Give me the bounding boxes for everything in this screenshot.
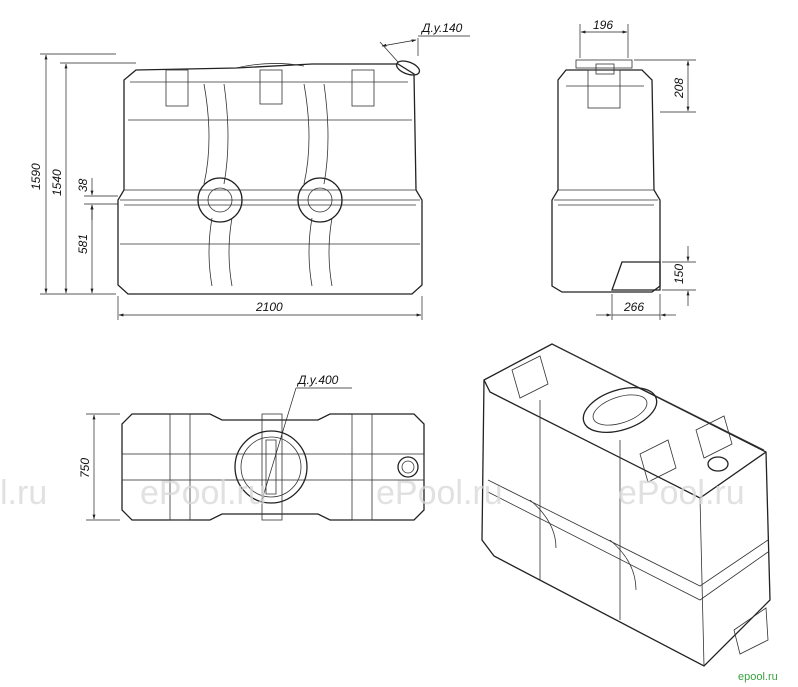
watermark: ePool.ru — [618, 474, 745, 512]
watermark-layer: l.ru ePool.ru ePool.ru ePool.ru — [0, 474, 745, 512]
front-view — [117, 60, 423, 295]
dim-height-total: 1590 — [29, 163, 43, 190]
dim-height-body: 1540 — [50, 169, 64, 196]
isometric-view — [481, 343, 771, 667]
dim-foot-height: 150 — [672, 264, 686, 284]
watermark: ePool.ru — [376, 474, 503, 512]
dim-length: 2100 — [255, 300, 283, 314]
front-dimensions: 1590 1540 38 581 2100 Д.у.140 — [29, 21, 470, 320]
dim-top-width: 750 — [78, 458, 92, 478]
dim-foot-width: 266 — [623, 300, 644, 314]
side-dimensions: 196 208 150 266 — [579, 18, 696, 320]
dim-nozzle: Д.у.140 — [420, 21, 463, 35]
top-dimensions: 750 Д.у.400 — [78, 373, 352, 521]
dim-hatch: Д.у.400 — [296, 373, 339, 387]
dim-neck-width: 196 — [593, 18, 613, 32]
dim-lower: 581 — [76, 234, 90, 254]
dim-neck-height: 208 — [672, 78, 686, 99]
watermark: l.ru — [0, 474, 47, 512]
brand-logo: epool.ru — [738, 671, 778, 683]
watermark: ePool.ru — [140, 474, 267, 512]
dim-belt: 38 — [76, 178, 90, 192]
side-view — [551, 59, 661, 293]
